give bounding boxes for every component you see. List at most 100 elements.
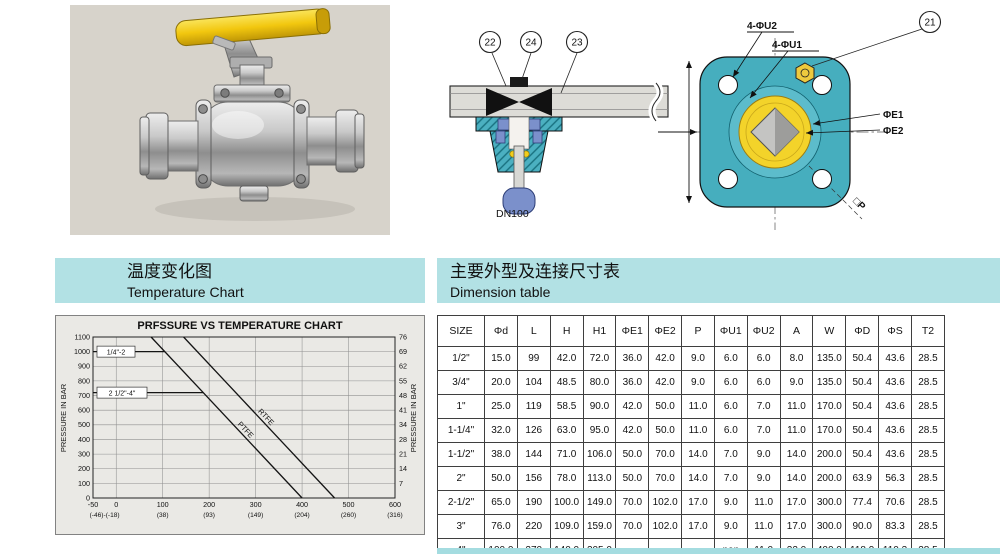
- dim-value-cell: 100.0: [549, 490, 584, 515]
- u1-label: 4-ΦU1: [772, 40, 802, 51]
- seal-side: [532, 130, 543, 144]
- dim-value-cell: 43.6: [878, 346, 912, 371]
- dim-value-cell: 113.0: [582, 466, 617, 491]
- dim-size-cell: 1-1/2": [437, 442, 485, 467]
- tube-right: [306, 116, 340, 166]
- dim-value-cell: 17.0: [681, 514, 715, 539]
- technical-drawing-panel: 22 24 23 DN100: [410, 0, 1000, 240]
- ferrule-right-lip: [354, 113, 365, 169]
- dim-size-cell: 3": [437, 514, 485, 539]
- dim-col-header: Φd: [484, 315, 518, 347]
- dim-value-cell: 11.0: [746, 514, 781, 539]
- dim-value-cell: 43.6: [878, 394, 912, 419]
- dim-size-cell: 3/4": [437, 370, 485, 395]
- y-tick-label-right: 62: [399, 362, 407, 371]
- bolt-hole-u2: [812, 75, 832, 95]
- dim-value-cell: 200.0: [812, 466, 847, 491]
- section-header-temperature-chart: 温度变化图 Temperature Chart: [55, 258, 425, 303]
- dim-value-cell: 170.0: [812, 394, 847, 419]
- dim-value-cell: 17.0: [779, 514, 814, 539]
- pad-bolt: [274, 88, 284, 98]
- pipe-break: [651, 82, 661, 122]
- dim-value-cell: 20.0: [484, 370, 518, 395]
- u2-arrow: [732, 31, 763, 78]
- x-tick-label-c: (93): [203, 512, 215, 519]
- dim-value-cell: 28.5: [910, 370, 946, 395]
- y-tick-label-left: 1000: [74, 347, 90, 356]
- callout-21-circle: [918, 10, 942, 34]
- dim-value-cell: 28.5: [910, 514, 946, 539]
- stem-packing: [510, 77, 528, 87]
- hex-bolt-circle: [800, 68, 810, 78]
- valve-photo: [139, 8, 365, 221]
- chart-section-title-cn: 温度变化图: [127, 262, 212, 281]
- x-tick-label-c: (204): [294, 512, 309, 519]
- chart-title: PRFSSURE VS TEMPERATURE CHART: [137, 320, 343, 332]
- callout-22-circle: [478, 30, 502, 54]
- hex-bolt: [795, 62, 815, 84]
- callout-21-leader: [811, 28, 923, 67]
- dim-value-cell: 9.0: [681, 370, 715, 395]
- dim-value-cell: 8.0: [779, 346, 814, 371]
- y-tick-label-left: 400: [78, 435, 90, 444]
- y-tick-label-left: 700: [78, 391, 90, 400]
- dim-value-cell: 11.0: [779, 418, 814, 443]
- u1-arrow: [749, 50, 789, 99]
- y-tick-label-right: 55: [399, 376, 407, 385]
- y-tick-label-left: 200: [78, 464, 90, 473]
- dim-value-cell: 42.0: [549, 346, 584, 371]
- dim-value-cell: 14.0: [779, 442, 814, 467]
- callout-23-leader: [560, 52, 578, 94]
- y-tick-label-right: 7: [399, 479, 403, 488]
- dim-value-cell: 90.0: [582, 394, 617, 419]
- bottom-nut: [239, 185, 269, 202]
- dim-value-cell: 95.0: [582, 418, 617, 443]
- y-tick-label-left: 1100: [75, 332, 90, 341]
- ball-inner-circle: [745, 102, 805, 162]
- dim-value-cell: 300.0: [812, 514, 847, 539]
- plot-frame: [92, 336, 396, 499]
- dim-value-cell: 119: [516, 394, 551, 419]
- dim-value-cell: 50.4: [845, 370, 880, 395]
- dim-value-cell: 7.0: [713, 442, 748, 467]
- dim-value-cell: 144: [516, 442, 551, 467]
- dim-value-cell: 65.0: [484, 490, 518, 515]
- e2-label: ΦE2: [883, 126, 904, 137]
- series-label-box: [96, 386, 148, 399]
- callout-22-leader: [491, 52, 507, 87]
- dim-value-cell: 9.0: [746, 466, 781, 491]
- dim-value-cell: 42.0: [648, 370, 683, 395]
- stem-square-shade: [775, 108, 799, 156]
- product-photo-panel: [70, 5, 390, 235]
- pad-bolt: [220, 88, 230, 98]
- dim-value-cell: 28.5: [910, 490, 946, 515]
- y-tick-label-right: 34: [399, 420, 407, 429]
- dim-value-cell: 76.0: [484, 514, 518, 539]
- y-axis-title-right: PRESSURE IN BAR: [409, 383, 418, 452]
- series-label: 2 1/2"-4": [109, 390, 136, 397]
- dim-value-cell: 25.0: [484, 394, 518, 419]
- dim-value-cell: 28.5: [910, 346, 946, 371]
- dim-value-cell: 11.0: [779, 394, 814, 419]
- e1-label: ΦE1: [883, 110, 904, 121]
- u2-label: 4-ΦU2: [747, 21, 777, 32]
- dim-value-cell: 102.0: [648, 514, 683, 539]
- dim-value-cell: 6.0: [713, 418, 748, 443]
- dim-value-cell: 14.0: [681, 442, 715, 467]
- y-tick-label-right: 21: [399, 449, 407, 458]
- dim-value-cell: 43.6: [878, 418, 912, 443]
- y-tick-label-left: 300: [78, 449, 90, 458]
- dim-value-cell: 7.0: [746, 418, 781, 443]
- dim-value-cell: 220: [516, 514, 551, 539]
- dim-value-cell: 99: [516, 346, 551, 371]
- dim-value-cell: 9.0: [681, 346, 715, 371]
- y-tick-label-right: 69: [399, 347, 407, 356]
- bottom-accent-strip: [437, 548, 1000, 554]
- table-section-title-en: Dimension table: [450, 284, 551, 300]
